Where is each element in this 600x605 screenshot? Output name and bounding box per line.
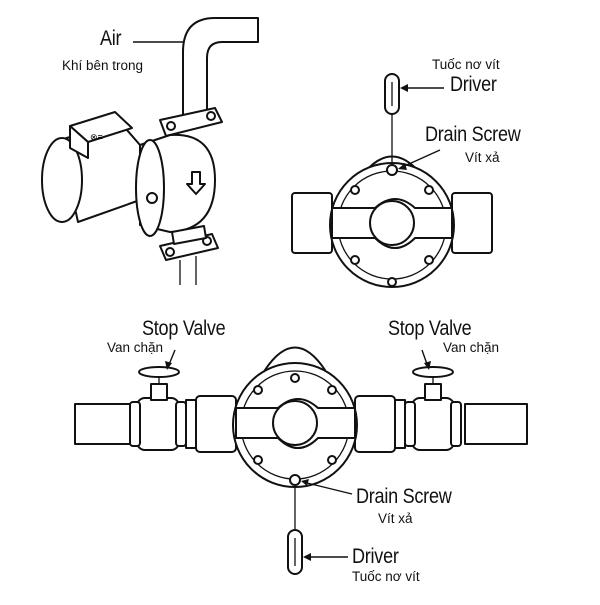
stop-valve-right [404,366,462,451]
driver-bottom-label: Driver [352,545,399,568]
drain-screw-top-label: Drain Screw [425,123,521,146]
stop-valve-right-label: Stop Valve [388,317,472,340]
motor-endcap [41,137,83,223]
driver-bottom-label-vi: Tuốc nơ vít [352,569,420,584]
stop-valve-right-label-vi: Van chặn [443,340,500,355]
right-pipe [464,403,528,445]
drain-screw-top-label-vi: Vít xả [465,150,500,165]
air-label-vi: Khí bên trong [62,58,144,73]
air-pipe [182,17,259,119]
flow-arrow-icon [186,171,206,195]
left-union-bottom [195,395,237,453]
pipeline-assembly [74,346,528,575]
circulator-pump-figure: ⊗≡ [41,17,259,285]
handwheel-right [412,366,454,378]
left-pipe [74,403,138,445]
drain-screw-top [386,164,398,176]
drain-screw-bottom [289,474,301,486]
drain-screw-bottom-label: Drain Screw [356,485,452,508]
pump-front-view-top [291,73,493,288]
driver-top-label: Driver [450,73,497,96]
right-union-bottom [354,395,396,453]
stop-valve-left-label: Stop Valve [142,317,226,340]
right-union [451,192,493,254]
drain-screw-bottom-label-vi: Vít xả [378,511,413,526]
stop-valve-left-label-vi: Van chặn [107,340,164,355]
handwheel-left [138,366,180,378]
driver-top-label-vi: Tuốc nơ vít [432,57,500,72]
svg-text:⊗≡: ⊗≡ [90,132,103,142]
stop-valve-left [129,366,187,451]
volute-screw [146,192,158,204]
air-label: Air [100,27,122,50]
left-union [291,192,333,254]
